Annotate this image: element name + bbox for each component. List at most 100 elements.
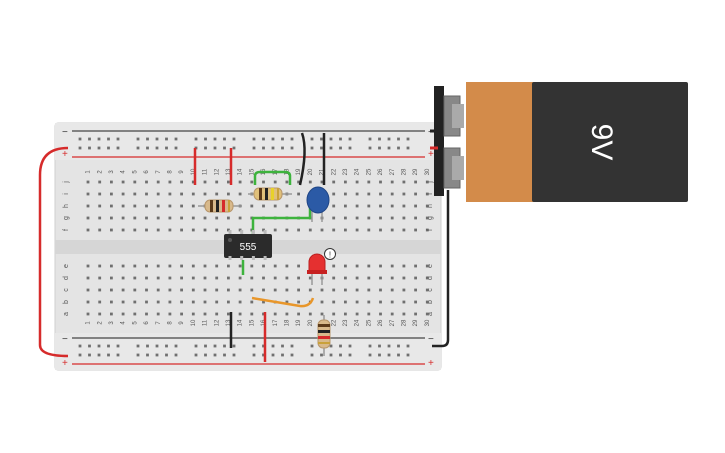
breadboard-hole[interactable] <box>215 192 219 196</box>
breadboard-hole[interactable] <box>86 264 90 268</box>
breadboard-hole[interactable] <box>110 204 113 208</box>
breadboard-hole[interactable] <box>390 204 394 208</box>
breadboard-hole[interactable] <box>252 137 256 141</box>
breadboard-hole[interactable] <box>121 204 125 208</box>
led-warning-icon[interactable]: ! <box>324 248 336 260</box>
breadboard-hole[interactable] <box>232 137 236 141</box>
breadboard-hole[interactable] <box>285 204 289 208</box>
breadboard-hole[interactable] <box>174 344 178 348</box>
breadboard-hole[interactable] <box>262 204 265 208</box>
breadboard-hole[interactable] <box>227 180 230 184</box>
breadboard-hole[interactable] <box>227 288 230 292</box>
breadboard-hole[interactable] <box>238 300 242 304</box>
breadboard-hole[interactable] <box>250 312 254 316</box>
breadboard-hole[interactable] <box>308 276 312 280</box>
breadboard-hole[interactable] <box>308 180 312 184</box>
breadboard-hole[interactable] <box>223 146 226 150</box>
breadboard-hole[interactable] <box>414 216 417 220</box>
breadboard-hole[interactable] <box>355 264 359 268</box>
breadboard-hole[interactable] <box>332 204 336 208</box>
breadboard-hole[interactable] <box>290 344 294 348</box>
breadboard-hole[interactable] <box>136 353 140 357</box>
breadboard-hole[interactable] <box>425 228 429 232</box>
breadboard-hole[interactable] <box>174 146 178 150</box>
breadboard-hole[interactable] <box>406 353 410 357</box>
breadboard-hole[interactable] <box>320 146 323 150</box>
breadboard-hole[interactable] <box>367 192 371 196</box>
breadboard-hole[interactable] <box>368 137 372 141</box>
breadboard-hole[interactable] <box>379 276 382 280</box>
breadboard-hole[interactable] <box>262 137 265 141</box>
breadboard-hole[interactable] <box>98 276 102 280</box>
breadboard-hole[interactable] <box>332 276 336 280</box>
breadboard-hole[interactable] <box>344 192 347 196</box>
breadboard-hole[interactable] <box>281 344 284 348</box>
breadboard-hole[interactable] <box>165 146 168 150</box>
breadboard-hole[interactable] <box>156 216 160 220</box>
breadboard-hole[interactable] <box>238 228 242 232</box>
breadboard-hole[interactable] <box>156 264 160 268</box>
breadboard-hole[interactable] <box>227 300 230 304</box>
breadboard-hole[interactable] <box>344 312 347 316</box>
breadboard-hole[interactable] <box>320 137 323 141</box>
breadboard-hole[interactable] <box>414 192 417 196</box>
breadboard-hole[interactable] <box>78 137 82 141</box>
breadboard-hole[interactable] <box>203 288 207 292</box>
breadboard-hole[interactable] <box>297 180 300 184</box>
breadboard-hole[interactable] <box>414 312 417 316</box>
breadboard-hole[interactable] <box>145 312 148 316</box>
breadboard-hole[interactable] <box>215 264 219 268</box>
breadboard-hole[interactable] <box>387 344 391 348</box>
breadboard-hole[interactable] <box>367 216 371 220</box>
breadboard-hole[interactable] <box>308 312 312 316</box>
breadboard-hole[interactable] <box>238 276 242 280</box>
breadboard-hole[interactable] <box>281 146 284 150</box>
breadboard-hole[interactable] <box>262 228 265 232</box>
breadboard-hole[interactable] <box>402 288 406 292</box>
breadboard-hole[interactable] <box>97 353 101 357</box>
breadboard-hole[interactable] <box>227 312 230 316</box>
breadboard-hole[interactable] <box>344 228 347 232</box>
breadboard-hole[interactable] <box>215 312 219 316</box>
breadboard-hole[interactable] <box>297 276 300 280</box>
breadboard-hole[interactable] <box>98 180 102 184</box>
breadboard-hole[interactable] <box>344 264 347 268</box>
breadboard-hole[interactable] <box>367 300 371 304</box>
breadboard-hole[interactable] <box>414 204 417 208</box>
breadboard-hole[interactable] <box>238 216 242 220</box>
breadboard-hole[interactable] <box>367 180 371 184</box>
breadboard-hole[interactable] <box>180 288 183 292</box>
breadboard-hole[interactable] <box>145 192 148 196</box>
breadboard-hole[interactable] <box>379 264 382 268</box>
breadboard-hole[interactable] <box>355 288 359 292</box>
breadboard-hole[interactable] <box>271 146 275 150</box>
breadboard-hole[interactable] <box>262 146 265 150</box>
breadboard-hole[interactable] <box>355 276 359 280</box>
breadboard-hole[interactable] <box>191 204 195 208</box>
breadboard-hole[interactable] <box>238 288 242 292</box>
breadboard-hole[interactable] <box>213 146 217 150</box>
breadboard-hole[interactable] <box>121 228 125 232</box>
breadboard-hole[interactable] <box>355 216 359 220</box>
breadboard-hole[interactable] <box>215 300 219 304</box>
breadboard-hole[interactable] <box>238 192 242 196</box>
breadboard-hole[interactable] <box>203 228 207 232</box>
breadboard-hole[interactable] <box>406 146 410 150</box>
breadboard-hole[interactable] <box>414 288 417 292</box>
breadboard-hole[interactable] <box>116 137 120 141</box>
breadboard-hole[interactable] <box>402 192 406 196</box>
breadboard-hole[interactable] <box>332 216 336 220</box>
breadboard-hole[interactable] <box>156 276 160 280</box>
breadboard-hole[interactable] <box>203 264 207 268</box>
breadboard-hole[interactable] <box>387 137 391 141</box>
breadboard-hole[interactable] <box>133 180 137 184</box>
breadboard-hole[interactable] <box>145 288 148 292</box>
breadboard-hole[interactable] <box>262 300 265 304</box>
breadboard-hole[interactable] <box>86 216 90 220</box>
breadboard-hole[interactable] <box>285 300 289 304</box>
breadboard-hole[interactable] <box>262 264 265 268</box>
breadboard-hole[interactable] <box>387 146 391 150</box>
breadboard-hole[interactable] <box>156 288 160 292</box>
breadboard-hole[interactable] <box>146 353 149 357</box>
breadboard-hole[interactable] <box>273 180 277 184</box>
